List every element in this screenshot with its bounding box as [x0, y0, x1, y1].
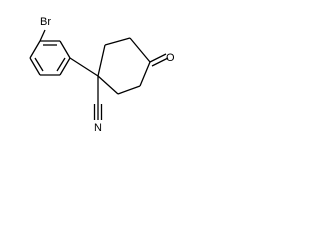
ring-bond	[97, 44, 106, 77]
nitrogen-label: N	[94, 122, 102, 134]
ring-double-bond	[34, 57, 44, 72]
ring-bond	[97, 75, 119, 95]
oxygen-label: O	[166, 52, 175, 64]
carbonyl-bond	[149, 53, 167, 63]
ring-bond	[59, 57, 71, 76]
ring-bond	[129, 37, 151, 63]
ring-bond	[29, 57, 41, 76]
molecule-structure-diagram: Br O N	[29, 16, 175, 134]
ring-bond	[117, 85, 141, 95]
benzene-ring	[29, 40, 71, 76]
cyclohexanone-ring	[97, 37, 151, 95]
aryl-bond	[69, 57, 99, 77]
ring-bond	[139, 61, 151, 87]
carbonyl-bond	[151, 57, 169, 67]
bromine-label: Br	[40, 16, 51, 28]
ring-double-bond	[56, 57, 66, 72]
ring-bond	[29, 40, 41, 59]
ring-bond	[59, 40, 71, 59]
bromo-bond	[39, 29, 46, 42]
ring-bond	[104, 37, 131, 46]
